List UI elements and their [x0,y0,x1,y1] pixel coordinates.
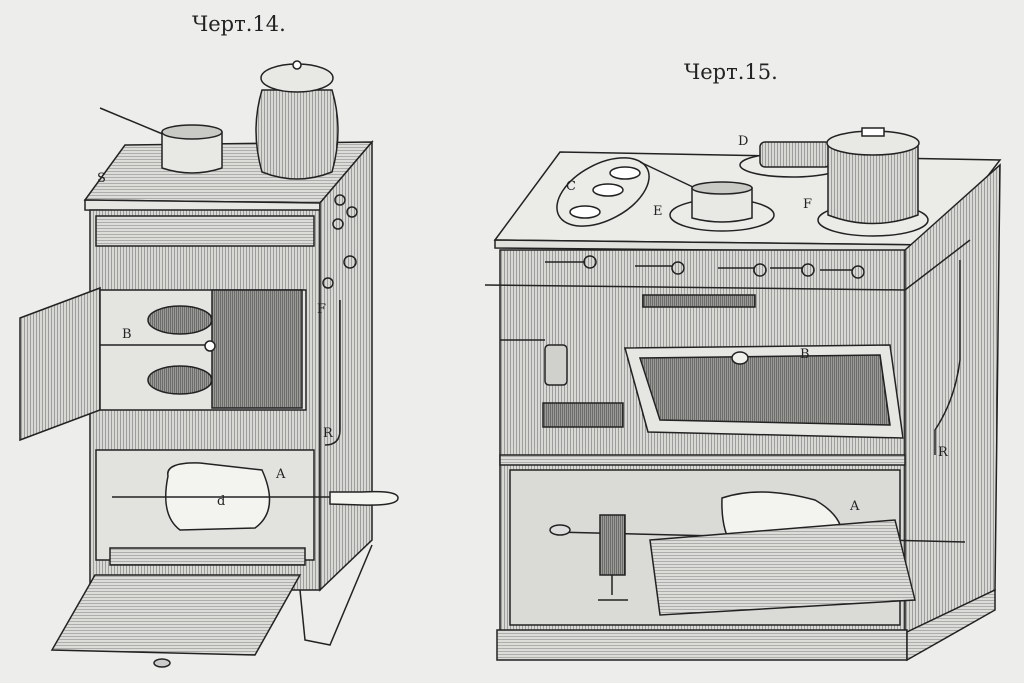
spit-handle [329,490,399,506]
open-door-left [19,286,101,442]
figure-14-caption: Черт.14. [192,12,286,36]
dish-lower [147,365,213,395]
figure-15-caption: Черт.15. [684,60,778,84]
stockpot [826,127,920,225]
drip-pan [649,519,916,616]
label-b: B [122,327,132,342]
label-d: D [738,134,748,149]
label-f: F [803,197,812,212]
spit-clockwork [599,514,626,576]
figure-14-cabinet-stove [19,60,399,668]
saucepan [639,161,753,223]
figure-15-range-stove [484,127,1002,662]
gas-taps [322,194,358,446]
vent-left [542,402,624,428]
drip-tray-door [50,574,302,656]
label-f: F [317,302,326,317]
label-a: A [275,467,286,482]
gas-taps [545,255,865,279]
label-r: R [323,426,334,441]
label-e: E [653,204,663,219]
label-c: C [566,179,576,194]
vent-top [642,294,756,308]
oven-inner-door [211,289,303,409]
simmer-burners-plate [556,157,650,227]
door-knob [204,340,216,352]
label-b: B [800,347,810,362]
label-r: R [938,445,949,460]
label-d: d [217,494,225,509]
saucepan [99,107,223,174]
label-s: S [97,171,106,186]
dish-upper [147,305,213,335]
fish-kettle [759,141,831,168]
label-a: A [849,499,860,514]
stockpot-with-lid [255,60,339,180]
cabinet-side [319,139,373,592]
